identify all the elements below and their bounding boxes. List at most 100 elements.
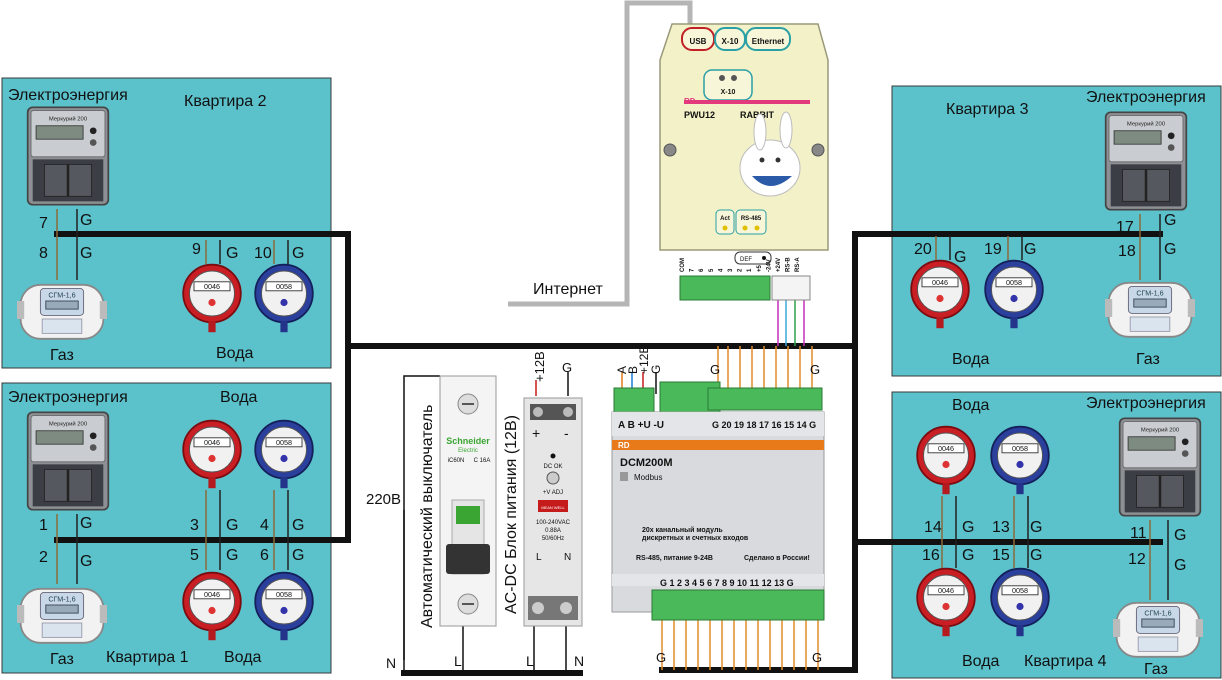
voltage-label: 220В [366,491,401,508]
gas-label: Газ [1144,661,1168,678]
terminal-pin-label: COM [680,258,686,272]
name-label: RABBIT [740,110,774,120]
apartment-2: Электроэнергия Квартира 2 7 G 8 G 9 G 10… [8,87,314,364]
psu-v-adj: +V ADJ [543,490,563,496]
wire-label-g-top-right: G [810,362,820,377]
gas-meter-icon [16,283,108,340]
usb-port-label: USB [690,37,707,46]
gateway-pwu12: USB X-10 Ethernet X-10 RD PWU12 RABBIT A… [659,23,829,301]
module-desc-line2: дискретных и счетных входов [642,535,749,542]
power-supply: + - DC OK +V ADJ MEAN WELL 100-240VAC 0.… [523,397,583,627]
module-desc-line1: 20х канальный модуль [642,526,723,534]
water-label: Вода [220,389,258,406]
wire-label-l-left: L [454,653,462,669]
gas-meter-icon [16,587,108,644]
input-number: 5 [190,547,199,564]
terminal-pin-label: +24V [776,258,782,272]
electricity-meter-icon [1104,110,1188,212]
rs485-label: RS-485 [741,216,762,222]
psu-dc-ok: DC OK [543,464,562,470]
ground-label: G [1164,212,1176,229]
module-dcm200m: A B +U -U G 20 19 18 17 16 15 14 G RD DC… [611,381,825,621]
psu-plus: + [532,425,540,441]
psu-label: AC-DC Блок питания (12В) [503,415,520,614]
thin-wires [403,296,819,673]
input-number: 9 [192,241,201,258]
apartment-4: Вода Электроэнергия 14 G 13 G 11 G 16 G … [916,395,1206,678]
wire-label-l-right: L [526,653,534,669]
input-number: 16 [922,547,940,564]
ground-label: G [1024,241,1036,258]
internet-label: Интернет [533,281,603,298]
input-number: 3 [190,517,199,534]
ground-label: G [292,547,304,564]
elec-label: Электроэнергия [8,389,128,406]
input-number: 20 [914,241,932,258]
x10-label: X-10 [721,89,736,96]
ground-label: G [80,245,92,262]
input-number: 7 [39,215,48,232]
elec-label: Электроэнергия [1086,89,1206,106]
wire-label-plus12: +12В [637,346,651,374]
wire-label-ground: G [649,365,663,374]
gas-label: Газ [1136,351,1160,368]
input-number: 19 [984,241,1002,258]
ground-label: G [962,519,974,536]
wire-label-g-bottom-right: G [812,650,822,665]
ground-label: G [80,515,92,532]
ground-label: G [954,249,966,266]
brand-label: RD [684,97,696,106]
ground-label: G [962,547,974,564]
x10-port-label: X-10 [722,37,739,46]
gas-label: Газ [50,651,74,668]
ground-label: G [292,245,304,262]
input-number: 13 [992,519,1010,536]
psu-terminal-n: N [564,552,571,563]
psu-brand: MEAN WELL [541,505,565,510]
input-number: 17 [1116,219,1134,236]
input-number: 1 [39,517,48,534]
input-number: 4 [260,517,269,534]
apartment-3: Квартира 3 Электроэнергия 17 G 20 G 19 G… [910,89,1206,368]
water-label: Вода [952,351,990,368]
module-top-inputs: G 20 19 18 17 16 15 14 G [712,420,816,430]
wire-label-n-right: N [574,653,584,669]
terminal-pin-label: RS-B [786,257,792,272]
breaker-label: Автоматический выключатель [419,405,436,628]
ground-label: G [1174,527,1186,544]
wire-label-g-top-left: G [710,362,720,377]
elec-label: Электроэнергия [1086,395,1206,412]
input-number: 8 [39,245,48,262]
apartment-title: Квартира 1 [106,649,189,666]
wire-label-a: A [615,366,629,374]
gas-label: Газ [50,347,74,364]
circuit-breaker: Schneider Electric iC60N C 16A [439,375,497,627]
input-number: 18 [1118,243,1136,260]
electricity-meter-icon [26,105,110,207]
water-label: Вода [224,649,262,666]
terminal-pin-label: 5 [709,268,715,272]
breaker-brand-sub: Electric [458,448,478,454]
input-number: 14 [924,519,942,536]
ground-label: G [292,517,304,534]
wire-label-b: B [626,366,640,374]
apartment-title: Квартира 4 [1024,653,1107,670]
ground-label: G [1030,519,1042,536]
module-brand: RD [618,441,630,450]
apartment-title: Квартира 2 [184,93,267,110]
ground-label: G [1164,241,1176,258]
module-model: DCM200M [620,457,673,469]
input-number: 12 [1128,551,1146,568]
apartment-title: Квартира 3 [946,101,1029,118]
wire-label-g-bottom-left: G [656,650,666,665]
gas-meter-icon [1112,601,1204,658]
terminal-pin-label: 7 [690,268,696,272]
module-desc-line3: RS-485, питание 9-24В [636,555,713,562]
terminal-pin-label: 1 [747,268,753,272]
terminal-pin-label: 4 [718,268,724,272]
input-number: 10 [254,245,272,262]
ground-label: G [80,212,92,229]
